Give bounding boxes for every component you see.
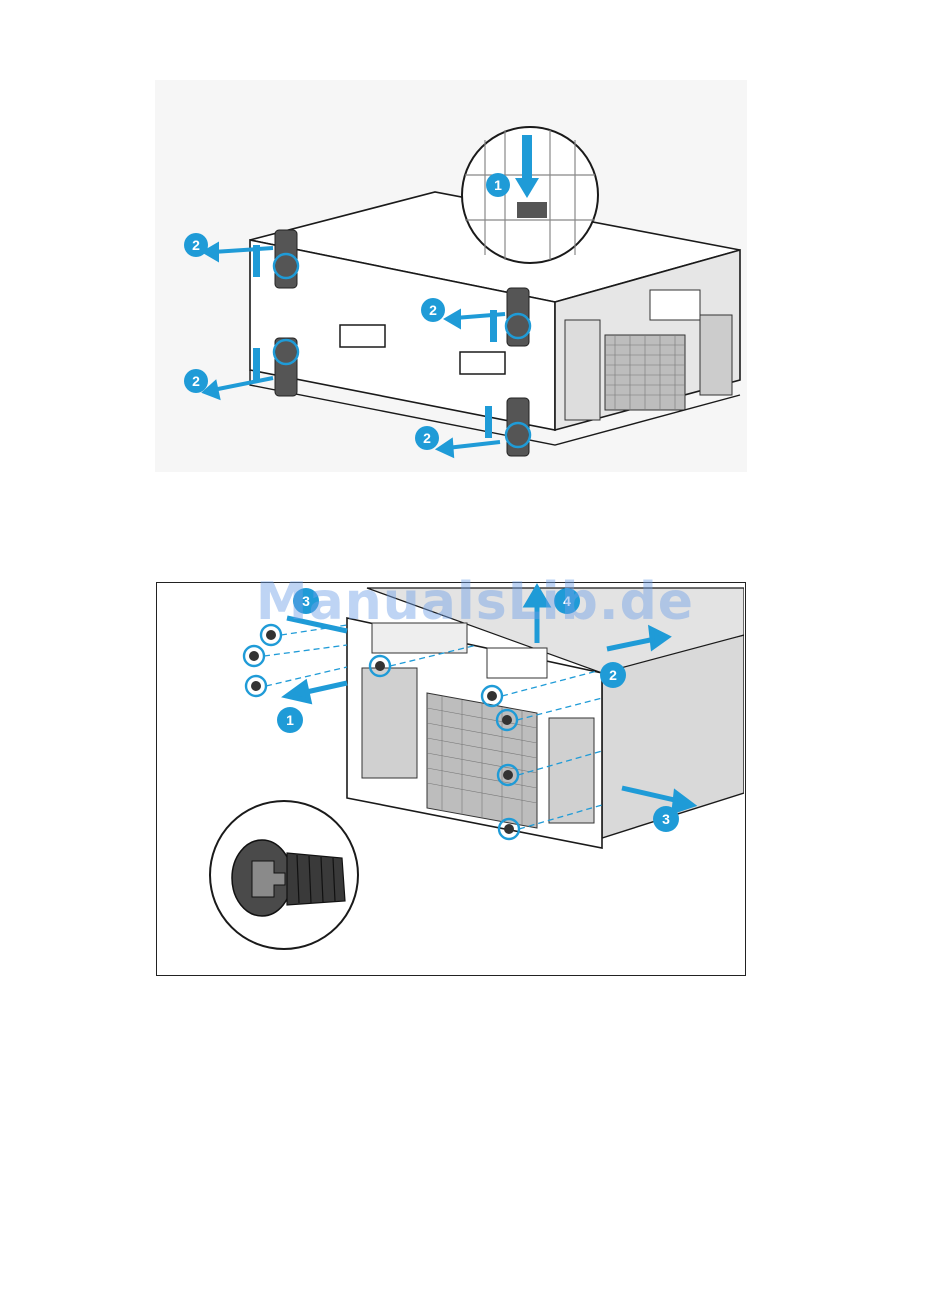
figure-remove-feet: 1 2 2 2 2: [155, 80, 747, 472]
callout-2-top-left: 2: [184, 233, 208, 257]
svg-text:1: 1: [494, 177, 502, 193]
svg-text:2: 2: [609, 667, 617, 683]
server-chassis-illustration: 1 2 2 2 2: [155, 80, 747, 472]
svg-text:2: 2: [429, 302, 437, 318]
server-rear-illustration: 1 2 3 3 4: [157, 583, 744, 974]
callout-3-bottom: 3: [653, 806, 679, 832]
callout-2: 2: [600, 662, 626, 688]
figure-remove-panel: 1 2 3 3 4: [156, 582, 746, 976]
svg-text:2: 2: [423, 430, 431, 446]
callout-4: 4: [554, 588, 580, 614]
callout-1: 1: [277, 707, 303, 733]
callout-2-bottom-left: 2: [184, 369, 208, 393]
svg-text:2: 2: [192, 373, 200, 389]
svg-text:1: 1: [286, 712, 294, 728]
svg-text:3: 3: [662, 811, 670, 827]
svg-text:2: 2: [192, 237, 200, 253]
callout-2-top-right: 2: [421, 298, 445, 322]
svg-text:3: 3: [302, 593, 310, 609]
callout-3-top: 3: [293, 588, 319, 614]
callout-1: 1: [486, 173, 510, 197]
svg-text:4: 4: [563, 593, 571, 609]
callout-2-bottom-right: 2: [415, 426, 439, 450]
